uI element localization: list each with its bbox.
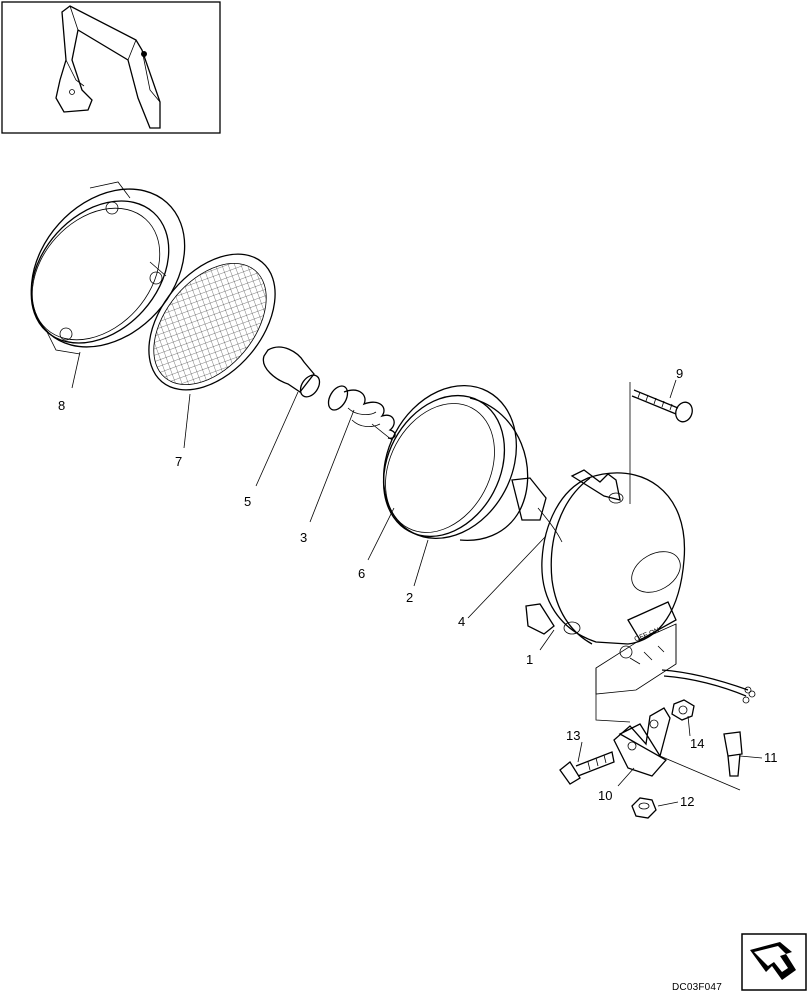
- callout-6: 6: [358, 566, 365, 581]
- mounting-guide-lines: [595, 382, 741, 791]
- part-7-lens: [148, 253, 276, 391]
- part-10-bracket: [613, 707, 671, 777]
- callout-5: 5: [244, 494, 251, 509]
- part-1-housing: OFF ON: [525, 469, 756, 704]
- part-3-spring: [327, 385, 396, 441]
- callout-8: 8: [58, 398, 65, 413]
- callout-14: 14: [690, 736, 704, 751]
- part-11-bolt: [723, 731, 743, 777]
- callout-7: 7: [175, 454, 182, 469]
- callout-1: 1: [526, 652, 533, 667]
- callout-10: 10: [598, 788, 612, 803]
- part-13-bolt: [559, 751, 615, 785]
- leader-lines: [71, 351, 763, 807]
- callout-3: 3: [300, 530, 307, 545]
- callout-12: 12: [680, 794, 694, 809]
- callout-2: 2: [406, 590, 413, 605]
- drawing-code: DC03F047: [672, 982, 722, 993]
- part-12-nut: [631, 797, 657, 819]
- switch-label: OFF ON: [634, 627, 661, 643]
- callout-11: 11: [764, 750, 778, 765]
- part-14-nut: [671, 699, 695, 721]
- excavator-arm-icon: [1, 1, 221, 134]
- part-9-screw: [631, 389, 693, 423]
- callout-9: 9: [676, 366, 683, 381]
- part-8-bezel-ring: [30, 181, 186, 355]
- part-5-bulb: [262, 346, 321, 398]
- next-page-arrow-icon[interactable]: [741, 933, 807, 991]
- callout-4: 4: [458, 614, 465, 629]
- part-2-reflector: [382, 384, 563, 543]
- callout-13: 13: [566, 728, 580, 743]
